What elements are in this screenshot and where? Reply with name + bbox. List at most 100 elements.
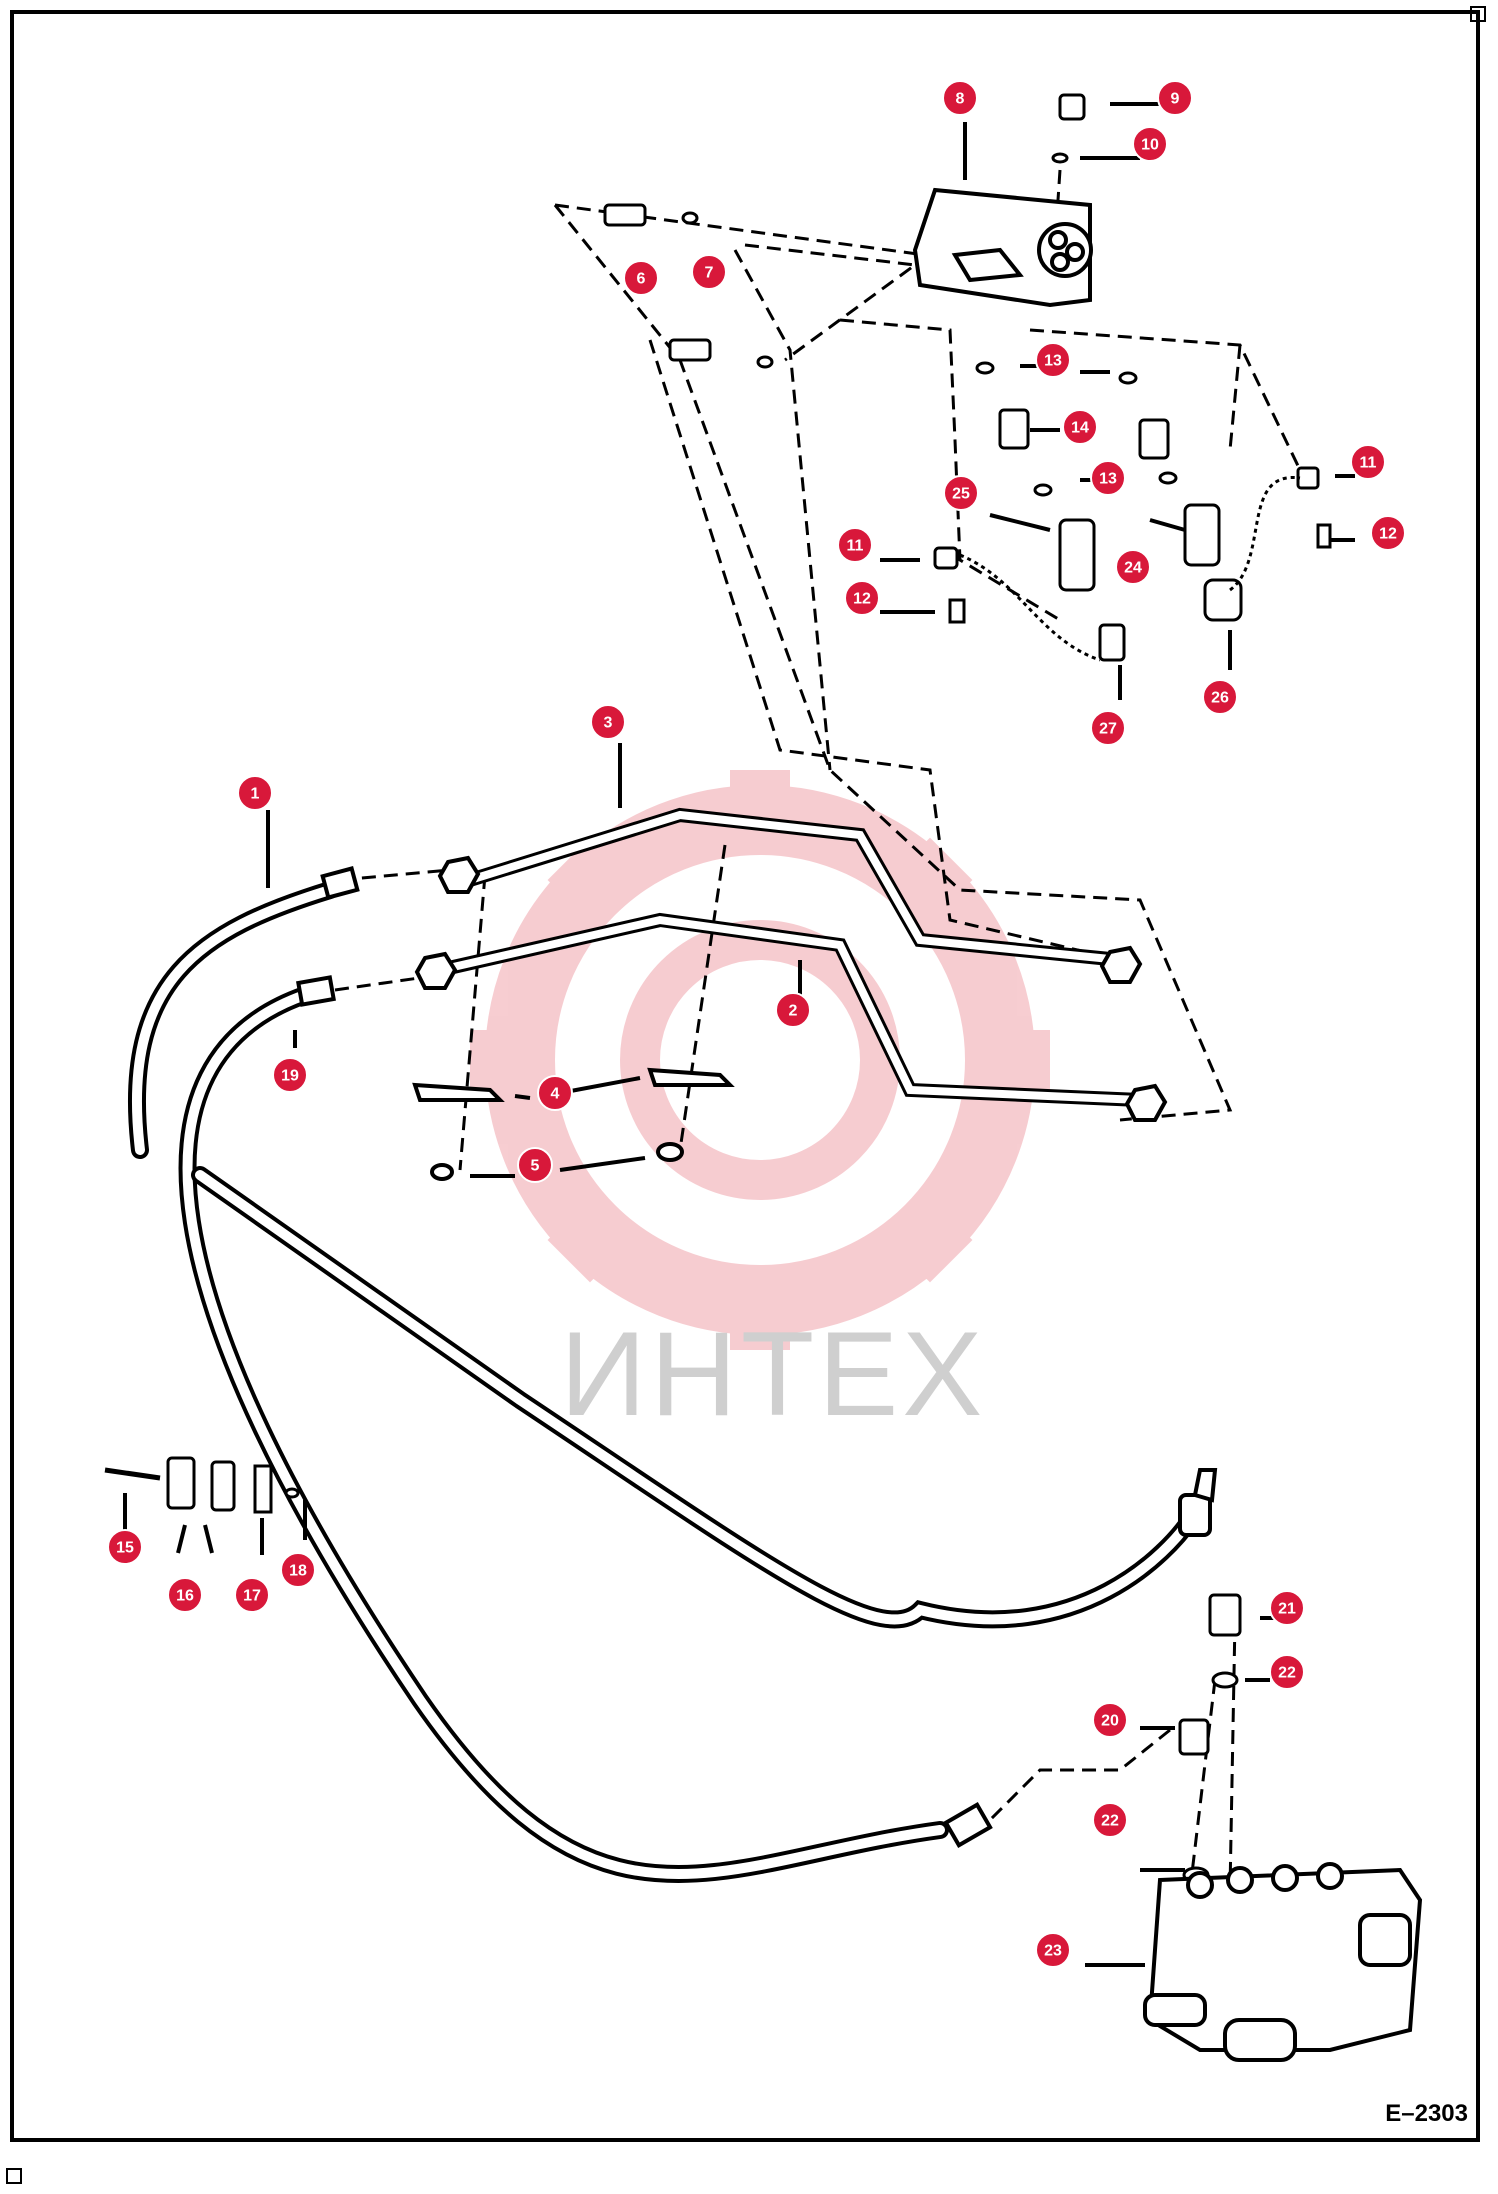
callout-12: 12 bbox=[1370, 515, 1406, 551]
callout-circle bbox=[942, 80, 978, 116]
callout-number: 11 bbox=[1360, 455, 1377, 472]
callout-circle bbox=[167, 1577, 203, 1613]
callout-number: 23 bbox=[1044, 1943, 1062, 1960]
callout-number: 27 bbox=[1099, 721, 1117, 738]
callout-24: 24 bbox=[1115, 549, 1151, 585]
callout-circle bbox=[1035, 342, 1071, 378]
callout-13: 13 bbox=[1035, 342, 1071, 378]
callout-circle bbox=[691, 254, 727, 290]
callout-7: 7 bbox=[691, 254, 727, 290]
callout-number: 12 bbox=[853, 591, 871, 608]
callout-number: 25 bbox=[952, 486, 970, 503]
callout-circle bbox=[837, 527, 873, 563]
callout-20: 20 bbox=[1092, 1702, 1128, 1738]
callout-number: 20 bbox=[1101, 1713, 1119, 1730]
callout-12: 12 bbox=[844, 580, 880, 616]
callout-circle bbox=[623, 260, 659, 296]
steel-tube-upper bbox=[467, 807, 1121, 967]
callout-circle bbox=[1035, 1932, 1071, 1968]
callout-circle bbox=[943, 475, 979, 511]
callout-number: 6 bbox=[637, 271, 646, 288]
callout-circle bbox=[1115, 549, 1151, 585]
callout-number: 11 bbox=[847, 538, 864, 555]
steel-tube-lower bbox=[438, 912, 1141, 1107]
callout-circle bbox=[1269, 1590, 1305, 1626]
selector-valve-block bbox=[912, 187, 1093, 308]
callout-13: 13 bbox=[1090, 460, 1126, 496]
callout-circle bbox=[237, 775, 273, 811]
callout-number: 9 bbox=[1171, 91, 1180, 108]
callout-circle bbox=[1092, 1702, 1128, 1738]
callout-leader-lines bbox=[123, 102, 1355, 1967]
callout-number: 19 bbox=[281, 1068, 299, 1085]
clamps-and-washers bbox=[412, 1067, 735, 1181]
callout-23: 23 bbox=[1035, 1932, 1071, 1968]
drawing-frame bbox=[10, 10, 1480, 2142]
callout-circle bbox=[590, 704, 626, 740]
small-fittings-top bbox=[603, 93, 1332, 662]
callout-circle bbox=[775, 992, 811, 1028]
callout-18: 18 bbox=[280, 1552, 316, 1588]
callout-number: 4 bbox=[551, 1086, 560, 1103]
callout-circle bbox=[844, 580, 880, 616]
callout-number: 8 bbox=[956, 91, 965, 108]
callout-16: 16 bbox=[167, 1577, 203, 1613]
frame-corner-mark bbox=[1470, 6, 1486, 22]
callout-number: 7 bbox=[705, 265, 714, 282]
callout-6: 6 bbox=[623, 260, 659, 296]
callout-10: 10 bbox=[1132, 126, 1168, 162]
callout-circle bbox=[1350, 444, 1386, 480]
hydraulic-hoses bbox=[127, 881, 1199, 1884]
watermark-text: ИНТЕХ bbox=[560, 1307, 987, 1441]
callout-number: 13 bbox=[1044, 353, 1062, 370]
callout-11: 11 bbox=[837, 527, 873, 563]
callout-9: 9 bbox=[1157, 80, 1193, 116]
callout-number: 15 bbox=[116, 1540, 134, 1557]
callout-circle bbox=[1157, 80, 1193, 116]
callout-17: 17 bbox=[234, 1577, 270, 1613]
callout-number: 24 bbox=[1124, 560, 1142, 577]
callout-27: 27 bbox=[1090, 710, 1126, 746]
callout-number: 3 bbox=[604, 715, 613, 732]
callout-19: 19 bbox=[272, 1057, 308, 1093]
callout-circle bbox=[517, 1147, 553, 1183]
callout-2: 2 bbox=[775, 992, 811, 1028]
callout-number: 22 bbox=[1278, 1665, 1296, 1682]
callout-circle bbox=[1090, 710, 1126, 746]
callout-circle bbox=[272, 1057, 308, 1093]
callout-15: 15 bbox=[107, 1529, 143, 1565]
callout-circle bbox=[1132, 126, 1168, 162]
frame-corner-mark bbox=[6, 2168, 22, 2184]
callout-circle bbox=[537, 1075, 573, 1111]
callout-4: 4 bbox=[537, 1075, 573, 1111]
callout-number: 26 bbox=[1211, 690, 1229, 707]
callout-3: 3 bbox=[590, 704, 626, 740]
dust-cap-chains bbox=[959, 476, 1301, 662]
callout-1: 1 bbox=[237, 775, 273, 811]
callout-5: 5 bbox=[517, 1147, 553, 1183]
callout-circle bbox=[1092, 1802, 1128, 1838]
callout-circle bbox=[1269, 1654, 1305, 1690]
hose-clip-parts bbox=[104, 1456, 300, 1514]
callout-number: 16 bbox=[176, 1588, 194, 1605]
callout-circle bbox=[1062, 409, 1098, 445]
callout-21: 21 bbox=[1269, 1590, 1305, 1626]
callout-22: 22 bbox=[1092, 1802, 1128, 1838]
figure-reference-code: E–2303 bbox=[1385, 2100, 1468, 2127]
callout-number: 21 bbox=[1278, 1601, 1296, 1618]
control-valve-fittings bbox=[1178, 1593, 1242, 1884]
callout-8: 8 bbox=[942, 80, 978, 116]
callout-number: 14 bbox=[1071, 420, 1089, 437]
callout-number: 18 bbox=[289, 1563, 307, 1580]
callout-number: 13 bbox=[1099, 471, 1117, 488]
callout-number: 12 bbox=[1379, 526, 1397, 543]
callout-circle bbox=[1370, 515, 1406, 551]
callout-number: 2 bbox=[789, 1003, 798, 1020]
callout-circle bbox=[234, 1577, 270, 1613]
callout-circle bbox=[1090, 460, 1126, 496]
callout-number: 10 bbox=[1141, 137, 1159, 154]
callout-26: 26 bbox=[1202, 679, 1238, 715]
callout-number: 17 bbox=[243, 1588, 261, 1605]
